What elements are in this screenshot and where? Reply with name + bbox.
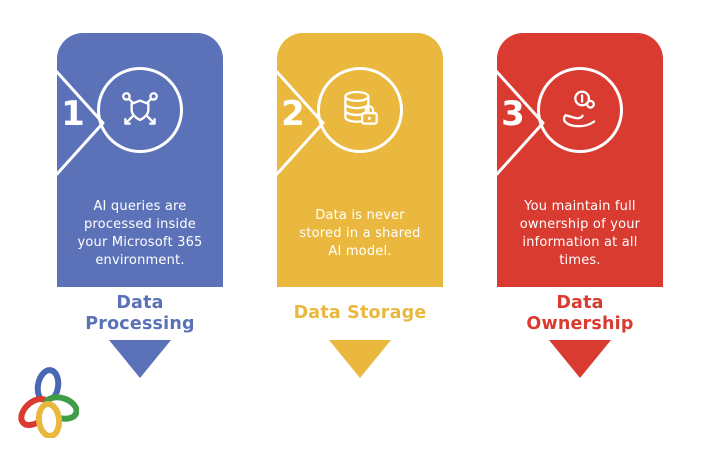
card-title: Data Storage bbox=[277, 287, 443, 340]
logo-petal-yellow bbox=[35, 401, 63, 439]
card-data-storage: 2 Data is never stored in a shared AI mo… bbox=[277, 33, 443, 378]
database-lock-icon bbox=[317, 67, 403, 153]
card-tail-pointer bbox=[329, 340, 391, 378]
card-body: 3 You maintain full ownership of your in… bbox=[497, 33, 663, 287]
steps-row: 1 AI queries are processed inside your M… bbox=[0, 33, 720, 378]
share-network-shield-icon bbox=[97, 67, 183, 153]
card-body: 2 Data is never stored in a shared AI mo… bbox=[277, 33, 443, 287]
hand-coin-icon bbox=[537, 67, 623, 153]
card-description: Data is never stored in a shared AI mode… bbox=[299, 207, 421, 260]
card-body: 1 AI queries are processed inside your M… bbox=[57, 33, 223, 287]
card-description: AI queries are processed inside your Mic… bbox=[77, 198, 203, 269]
step-number: 1 bbox=[61, 94, 85, 134]
card-tail-pointer bbox=[109, 340, 171, 378]
four-petal-flower-logo bbox=[17, 366, 80, 439]
card-title: Data Ownership bbox=[497, 287, 663, 340]
card-data-ownership: 3 You maintain full ownership of your in… bbox=[497, 33, 663, 378]
card-title: Data Processing bbox=[57, 287, 223, 340]
step-number: 3 bbox=[501, 94, 525, 134]
card-data-processing: 1 AI queries are processed inside your M… bbox=[57, 33, 223, 378]
card-description: You maintain full ownership of your info… bbox=[519, 198, 641, 269]
step-number: 2 bbox=[281, 94, 305, 134]
card-tail-pointer bbox=[549, 340, 611, 378]
